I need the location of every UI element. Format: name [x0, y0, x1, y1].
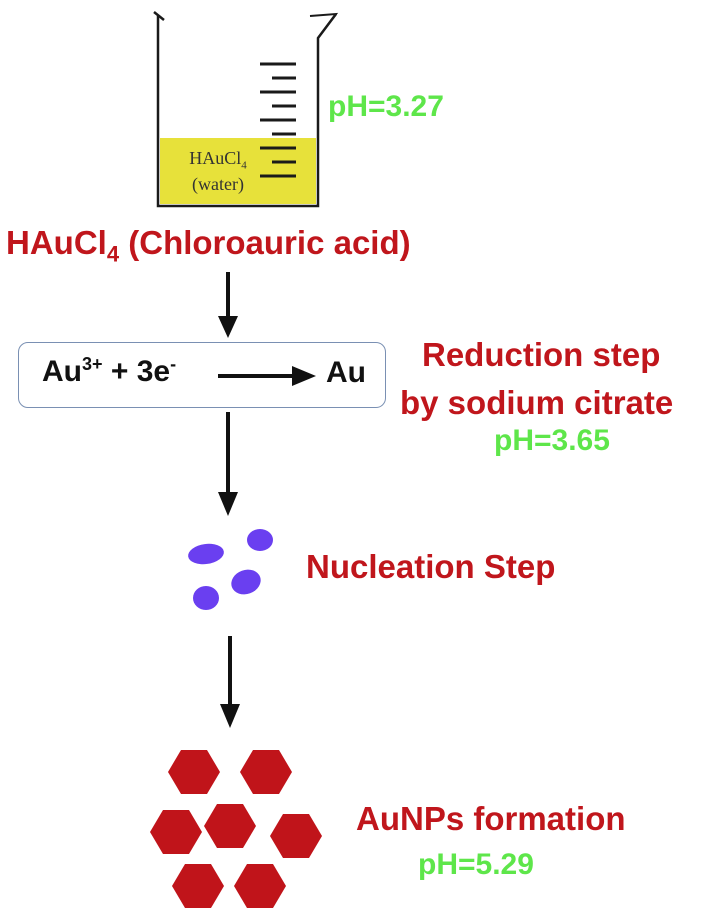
beaker-formula-subscript: 4 [241, 159, 247, 172]
nanoparticle-cluster-icon [150, 750, 322, 908]
arrow-down-icon [218, 272, 238, 338]
ph-formation: pH=5.29 [418, 848, 534, 881]
reactant-subscript: 4 [106, 241, 120, 267]
equation-ion: Au [42, 355, 82, 388]
equation-product: Au [326, 356, 366, 389]
arrow-right-icon [218, 366, 316, 386]
equation-plus-electrons: + 3e [110, 355, 171, 388]
ph-initial: pH=3.27 [328, 90, 444, 123]
beaker-icon [153, 11, 339, 208]
reduction-line-1: Reduction step [422, 336, 661, 373]
equation-reactants: Au3+ + 3e- [42, 354, 176, 389]
reactant-suffix: (Chloroauric acid) [119, 224, 411, 261]
arrow-down-icon [220, 636, 240, 728]
reactant-label: HAuCl4 (Chloroauric acid) [6, 224, 411, 268]
formation-label: AuNPs formation [356, 800, 626, 837]
ph-reduction: pH=3.65 [494, 424, 610, 457]
equation-ion-charge: 3+ [82, 354, 103, 374]
equation-electron-charge: - [170, 354, 177, 374]
nucleation-label: Nucleation Step [306, 548, 556, 585]
beaker-liquid [160, 138, 316, 204]
beaker-label-solvent: (water) [192, 174, 244, 194]
reactant-prefix: HAuCl [6, 224, 107, 261]
nucleation-particles-icon [188, 529, 273, 610]
beaker-label-formula: HAuCl4 [148, 148, 288, 172]
equation-box [18, 342, 386, 408]
arrow-down-icon [218, 412, 238, 516]
beaker-formula-text: HAuCl [189, 148, 242, 168]
reduction-line-2: by sodium citrate [400, 384, 674, 421]
